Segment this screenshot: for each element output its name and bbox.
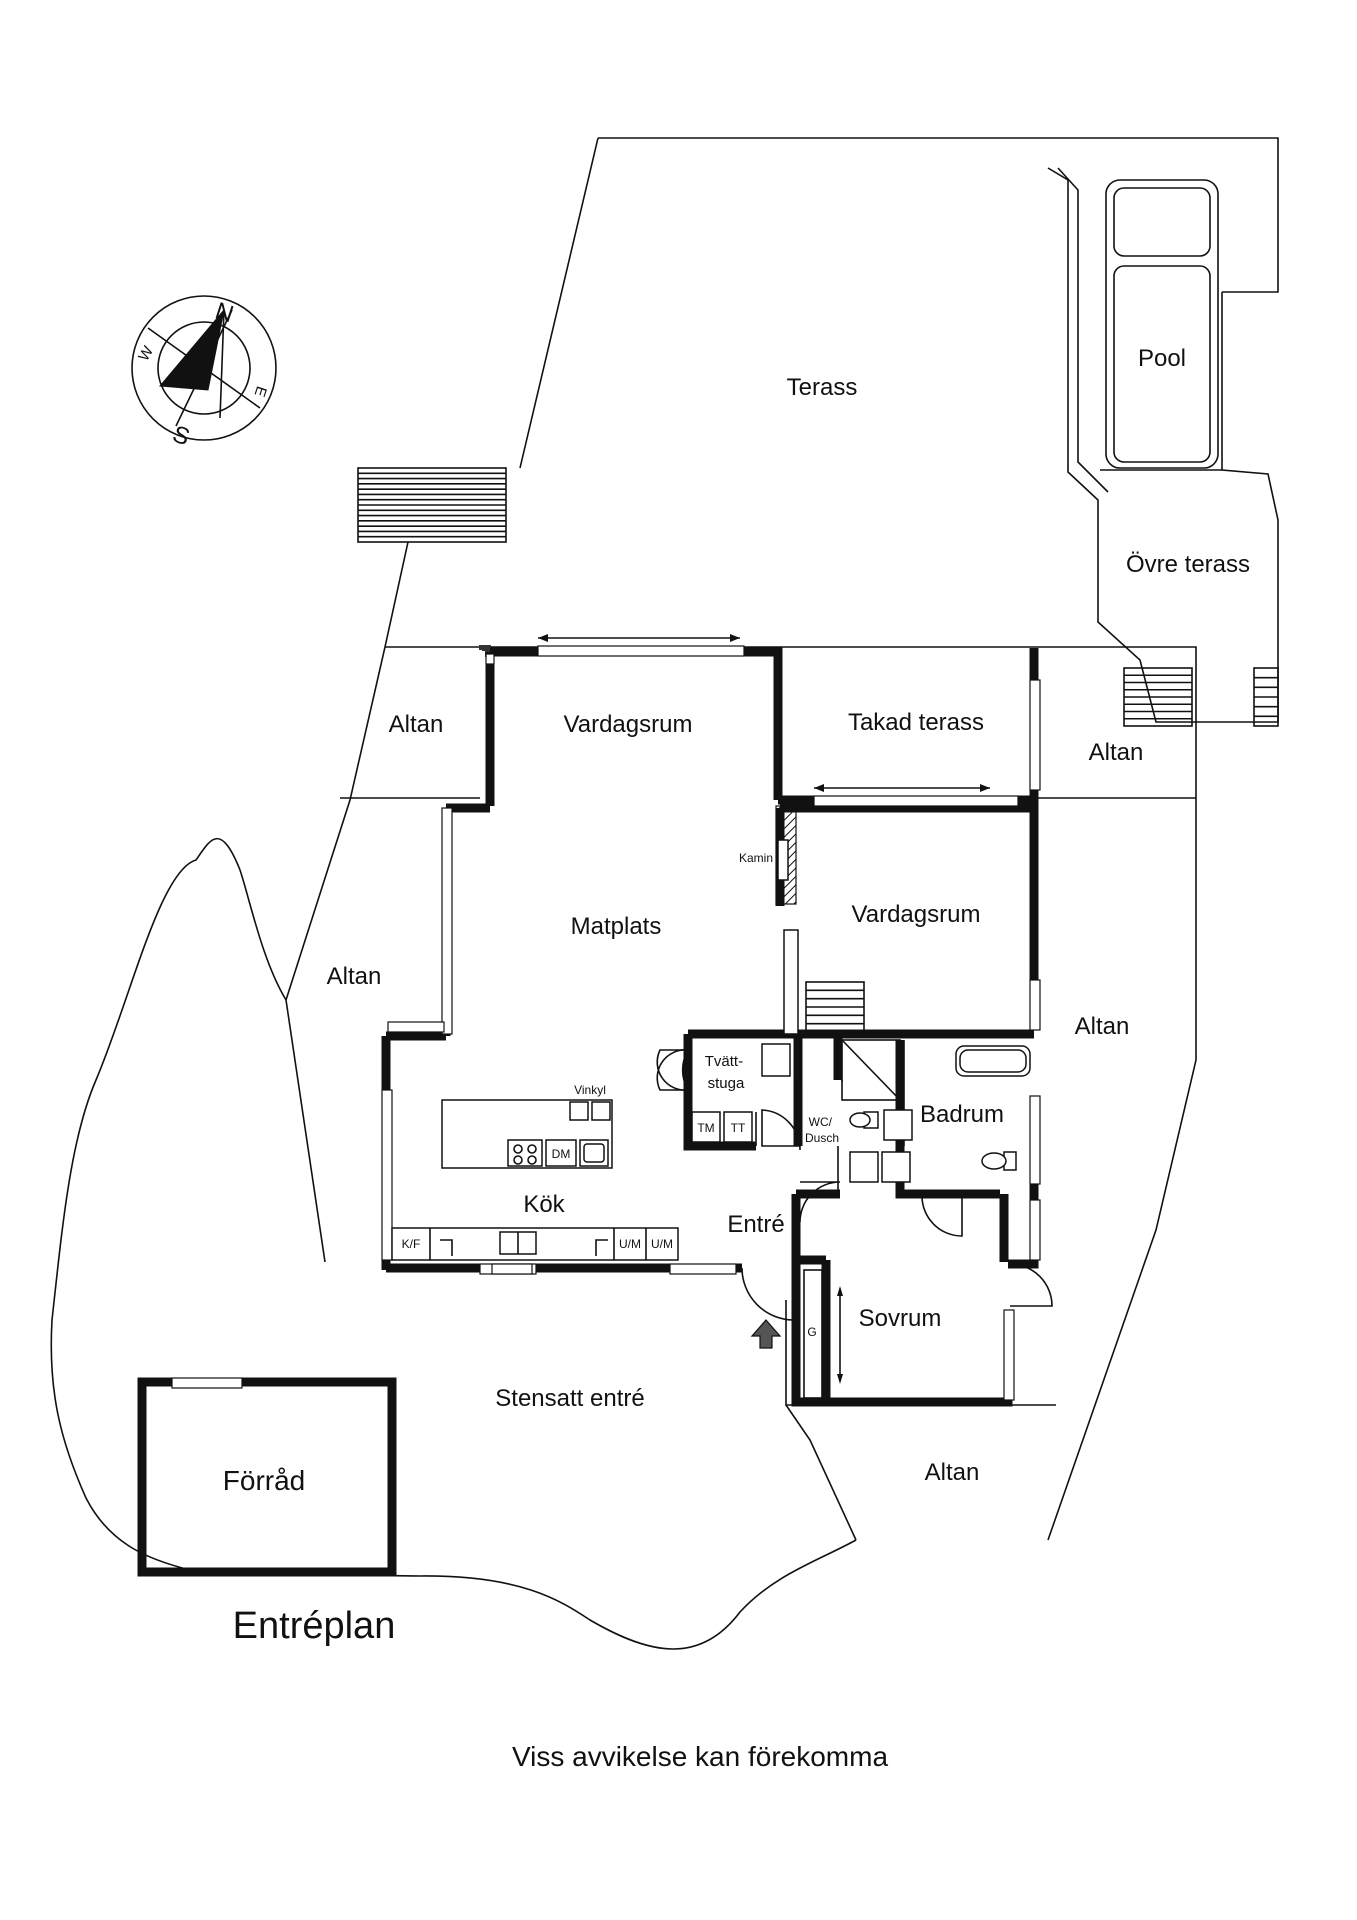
room-label-wc-dusch: WC/ Dusch — [805, 1115, 839, 1145]
compass-north: N — [212, 297, 237, 328]
compass-east: E — [251, 384, 270, 399]
room-label-takad-terass: Takad terass — [848, 709, 984, 736]
appliance-labels: TM TT DM K/F U/M U/M G — [402, 1121, 817, 1339]
room-label-altan-nw: Altan — [389, 711, 444, 738]
room-label-kok: Kök — [523, 1191, 565, 1218]
compass-west: W — [135, 343, 157, 364]
room-label-vinkyl: Vinkyl — [574, 1083, 606, 1097]
room-label-stensatt-entre: Stensatt entré — [495, 1385, 644, 1412]
room-label-sovrum: Sovrum — [859, 1305, 942, 1332]
compass-needle-icon — [158, 309, 225, 391]
site-outline — [50, 137, 1279, 1650]
kitchen-island — [441, 1099, 613, 1169]
appliance-um-1: U/M — [619, 1237, 641, 1251]
room-label-vardagsrum-mid: Vardagsrum — [852, 901, 981, 928]
room-label-matplats: Matplats — [571, 913, 662, 940]
wardrobe — [803, 1269, 843, 1399]
room-labels: Terass Pool Övre terass Altan Vardagsrum… — [223, 345, 1250, 1496]
kitchen-counter — [391, 1227, 679, 1261]
appliance-g: G — [807, 1325, 816, 1339]
room-label-terass: Terass — [787, 374, 858, 401]
plan-title: Entréplan — [233, 1605, 396, 1647]
disclaimer: Viss avvikelse kan förekomma — [512, 1741, 889, 1772]
windows — [171, 634, 1041, 1401]
room-label-badrum: Badrum — [920, 1101, 1004, 1128]
room-label-pool: Pool — [1138, 345, 1186, 372]
stairs-interior — [805, 981, 865, 1033]
room-label-forrad: Förråd — [223, 1465, 305, 1496]
room-label-vardagsrum-top: Vardagsrum — [564, 711, 693, 738]
interior-partitions — [783, 929, 905, 1146]
stairs-terass-west — [357, 467, 507, 543]
appliance-kf: K/F — [402, 1237, 421, 1251]
compass-south: S — [169, 421, 193, 452]
room-label-tvattstuga: Tvätt- stuga — [705, 1053, 748, 1092]
doors — [656, 1049, 1053, 1349]
room-label-altan-ne: Altan — [1089, 739, 1144, 766]
room-label-altan-w: Altan — [327, 963, 382, 990]
room-label-entre: Entré — [727, 1211, 784, 1238]
appliance-um-2: U/M — [651, 1237, 673, 1251]
laundry-fixtures — [656, 1043, 791, 1146]
fireplace — [775, 805, 797, 905]
room-label-altan-e: Altan — [1075, 1013, 1130, 1040]
appliance-dm: DM — [552, 1147, 571, 1161]
stairs-ovre-terass-2 — [1253, 667, 1279, 727]
appliance-tt: TT — [731, 1121, 746, 1135]
room-label-ovre-terass: Övre terass — [1126, 551, 1250, 578]
compass-rose: N W E S — [131, 295, 277, 452]
room-label-altan-se: Altan — [925, 1459, 980, 1486]
entrance-arrow-icon — [750, 1319, 782, 1349]
pool — [1105, 179, 1219, 469]
room-label-kamin: Kamin — [739, 851, 773, 865]
appliance-tm: TM — [697, 1121, 714, 1135]
bathroom-fixtures — [841, 1039, 1031, 1183]
stairs-ovre-terass-1 — [1123, 667, 1193, 727]
